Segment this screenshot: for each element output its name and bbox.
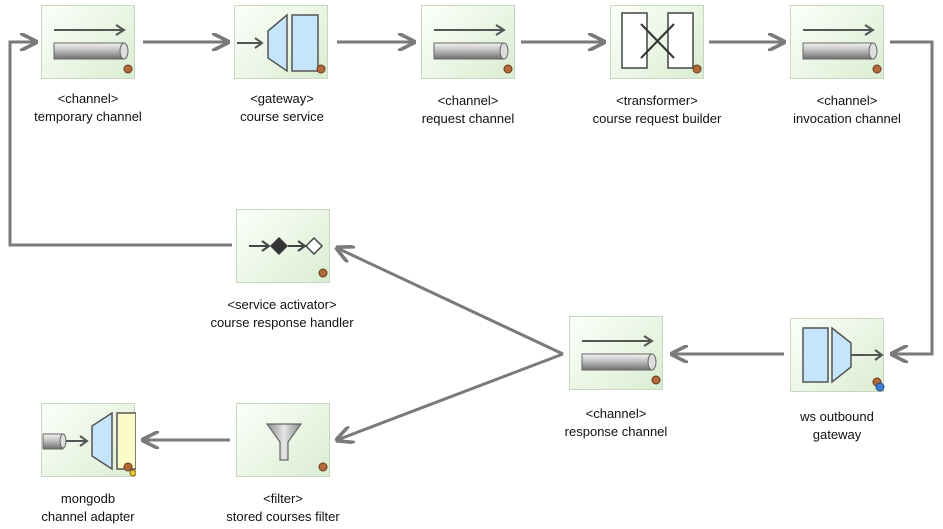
connector-response-to-service-activator: [337, 248, 564, 356]
service-activator-icon: [249, 236, 328, 278]
node-response-channel[interactable]: [569, 316, 663, 390]
connector-service-activator-to-temporary: [8, 42, 232, 247]
node-type: <channel>: [816, 93, 878, 108]
label-temporary-channel: <channel> temporary channel: [0, 90, 188, 126]
channel-icon: [802, 24, 882, 74]
label-response-channel: <channel> response channel: [516, 405, 716, 441]
label-ws-outbound-gateway: ws outbound gateway: [737, 408, 937, 444]
channel-icon: [581, 335, 661, 385]
node-name-line2: channel adapter: [41, 509, 135, 524]
node-name: stored courses filter: [226, 509, 340, 524]
connector-invocation-to-ws-gateway: [890, 40, 934, 354]
label-stored-courses-filter: <filter> stored courses filter: [183, 490, 383, 526]
node-name: mongodb: [60, 491, 116, 506]
outbound-gateway-icon: [802, 326, 885, 392]
node-type: <channel>: [437, 93, 499, 108]
node-type: <filter>: [263, 491, 303, 506]
label-mongodb-channel-adapter: mongodb channel adapter: [0, 490, 188, 526]
node-type: <transformer>: [616, 93, 698, 108]
channel-icon: [53, 24, 133, 74]
node-stored-courses-filter[interactable]: [236, 403, 330, 477]
node-name-line2: gateway: [812, 427, 862, 442]
channel-adapter-icon: [42, 411, 136, 477]
node-type: <channel>: [585, 406, 647, 421]
channel-icon: [433, 24, 513, 74]
label-course-response-handler: <service activator> course response hand…: [182, 296, 382, 332]
node-invocation-channel[interactable]: [790, 5, 884, 79]
node-temporary-channel[interactable]: [41, 5, 135, 79]
label-course-request-builder: <transformer> course request builder: [557, 92, 757, 128]
filter-icon: [265, 423, 328, 472]
node-name: request channel: [421, 111, 515, 126]
node-name: invocation channel: [793, 111, 901, 126]
connector-response-to-filter: [337, 352, 564, 440]
node-type: <gateway>: [250, 91, 314, 106]
node-type: <service activator>: [227, 297, 337, 312]
node-name: course response handler: [210, 315, 354, 330]
label-request-channel: <channel> request channel: [368, 92, 568, 128]
node-course-service[interactable]: [234, 5, 328, 79]
node-name: temporary channel: [34, 109, 142, 124]
node-course-response-handler[interactable]: [236, 209, 330, 283]
node-name: course request builder: [592, 111, 722, 126]
node-course-request-builder[interactable]: [610, 5, 704, 79]
label-invocation-channel: <channel> invocation channel: [747, 92, 943, 128]
node-name: ws outbound: [800, 409, 874, 424]
node-name: course service: [240, 109, 324, 124]
node-request-channel[interactable]: [421, 5, 515, 79]
node-name: response channel: [564, 424, 668, 439]
transformer-icon: [621, 12, 702, 74]
node-type: <channel>: [57, 91, 119, 106]
label-course-service: <gateway> course service: [182, 90, 382, 126]
node-ws-outbound-gateway[interactable]: [790, 318, 885, 392]
node-mongodb-channel-adapter[interactable]: [41, 403, 136, 477]
gateway-icon: [237, 13, 326, 74]
